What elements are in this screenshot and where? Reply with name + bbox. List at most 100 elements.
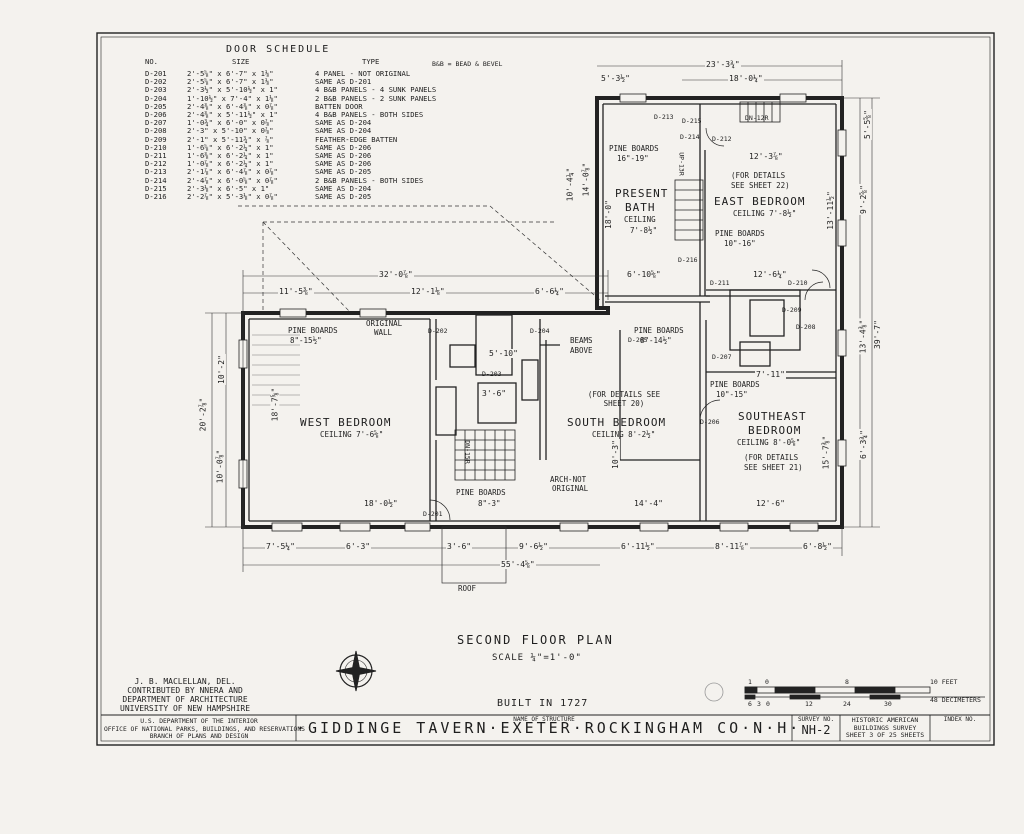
southeast-boards-size: 10"-15" [716,390,748,399]
schedule-size: 1'-10½" x 7'-4" x 1⅛" [187,93,278,103]
east-bedroom-label: EAST BEDROOM [714,195,806,208]
schedule-size: 1'-6⅝" x 6'-2¼" x 1" [187,142,274,152]
east-bedroom-ceiling: CEILING 7'-8½" [733,209,797,218]
schedule-no: D-201 [145,69,167,78]
dim-south-height: 10'-3" [610,439,620,470]
west-bedroom-label: WEST BEDROOM [300,416,392,429]
dim-west-width: 18'-0½" [363,499,399,508]
drawing-scale: SCALE ¼"=1'-0" [492,653,582,663]
schedule-size: 2'-1⅞" x 6'-4⅞" x 0⅞" [187,167,278,177]
schedule-type: SAME AS D-206 [315,159,372,169]
door-tag: D-201 [423,510,443,518]
schedule-no: D-203 [145,85,167,95]
dim-hall-b: 3'-6" [481,389,508,398]
schedule-no: D-204 [145,93,167,103]
original-wall-note-1: ORIGINAL [366,319,403,328]
dim-bottom-overall: 55'-4⅝" [500,560,536,569]
southeast-label-1: SOUTHEAST [738,410,807,423]
drawing-title: SECOND FLOOR PLAN [457,633,614,647]
arch-note-2: ORIGINAL [552,484,589,493]
agency-block: U.S. DEPARTMENT OF THE INTERIOR OFFICE O… [104,718,305,741]
habs-line: BUILDINGS SURVEY [853,723,917,732]
dim-bath-width: 6'-10⅝" [626,270,662,279]
schedule-size: 2'-4⅜" x 6'-4⅜" x 0⅞" [187,101,278,111]
dim-bottom-a: 7'-5¼" [265,542,296,551]
bath-label-2: BATH [625,201,656,214]
south-boards-label: PINE BOARDS [634,326,684,335]
schedule-size: 2'-3" x 5'-10" x 0⅞" [187,126,274,136]
habs-line: HISTORIC AMERICAN [851,716,919,724]
door-tag: D-208 [796,323,816,331]
index-label: INDEX NO. [943,716,977,723]
schedule-type: SAME AS D-201 [315,77,372,87]
dim-bottom-d: 9'-6½" [518,542,549,551]
schedule-size: 2'-3½" x 5'-10½" x 1" [187,85,278,95]
dim-top-b: 12'-1⅛" [410,287,446,296]
door-tag: D-202 [428,327,448,335]
dim-ne-b: 18'-0¼" [728,74,764,83]
schedule-type: 2 B&B PANELS - 2 SUNK PANELS [315,93,437,103]
dim-east-height: 13'-11½" [825,190,835,231]
schedule-no: D-207 [145,118,167,128]
col-no-header: NO. [145,57,158,66]
west-boards-label: PINE BOARDS [288,326,338,335]
schedule-no: D-202 [145,77,167,87]
door-tag: D-205 [628,336,648,344]
hall-boards-label: PINE BOARDS [456,488,506,497]
schedule-no: D-212 [145,159,167,169]
schedule-size: 1'-0¾" x 6'-0" x 0⅞" [187,118,274,128]
scale-tick: 8 [845,678,849,686]
schedule-no: D-208 [145,126,167,136]
door-tag: D-207 [712,353,732,361]
schedule-size: 2'-2⅞" x 5'-3⅛" x 0⅞" [187,192,278,202]
scale-tick: 24 [843,700,851,708]
dim-bottom-e: 6'-11½" [620,542,656,551]
dim-right-c: 13'-4⅜" [858,318,868,355]
east-boards-size: 10"-16" [724,239,756,248]
dim-hall-a: 5'-10" [488,349,519,358]
sheet-border [96,32,995,746]
roof-note: ROOF [458,584,477,593]
door-tag: D-206 [700,418,720,426]
schedule-no: D-210 [145,142,167,152]
schedule-type: SAME AS D-204 [315,183,372,193]
schedule-type: SAME AS D-206 [315,142,372,152]
schedule-type: FEATHER-EDGE BATTEN [315,134,398,144]
credit-line: CONTRIBUTED BY NNERA AND [127,686,243,695]
dim-se-height: 15'-7⅜" [821,434,831,471]
arch-note-1: ARCH-NOT [550,475,587,484]
agency-line: BRANCH OF PLANS AND DESIGN [149,733,249,740]
dim-right-d: 6'-3¾" [858,429,868,460]
east-details-2: SEE SHEET 22) [731,181,790,190]
south-bedroom-ceiling: CEILING 8'-2½" [592,430,656,439]
schedule-type: BATTEN DOOR [315,101,363,111]
door-tag: D-204 [530,327,550,335]
schedule-no: D-206 [145,110,167,120]
beams-note-1: BEAMS [570,336,593,345]
credits: J. B. MACLELLAN, DEL. CONTRIBUTED BY NNE… [120,677,250,713]
schedule-type: 2 B&B PANELS - BOTH SIDES [315,175,424,185]
door-tag: D-216 [678,256,698,264]
dim-east-b: 12'-6¼" [752,270,788,279]
stamp [704,682,724,702]
schedule-type: SAME AS D-204 [315,126,372,136]
scale-tick: 1 [748,678,752,686]
decimeters-label: 48 DECIMETERS [930,696,981,704]
scale-tick: 12 [805,700,813,708]
bath-label-1: PRESENT [615,187,669,200]
schedule-legend: B&B = BEAD & BEVEL [432,60,503,68]
door-tag: D-215 [682,117,702,125]
scale-tick: 30 [884,700,892,708]
structure-name-label: NAME OF STRUCTURE [513,716,575,723]
sheet-number: SHEET 3 OF 25 SHEETS [845,731,925,739]
schedule-no: D-211 [145,151,167,161]
scale-tick: 0 [766,700,770,708]
schedule-no: D-213 [145,167,167,177]
structure-name: ·GIDDINGE TAVERN·EXETER·ROCKINGHAM CO·N·… [296,719,802,737]
southeast-boards-label: PINE BOARDS [710,380,760,389]
